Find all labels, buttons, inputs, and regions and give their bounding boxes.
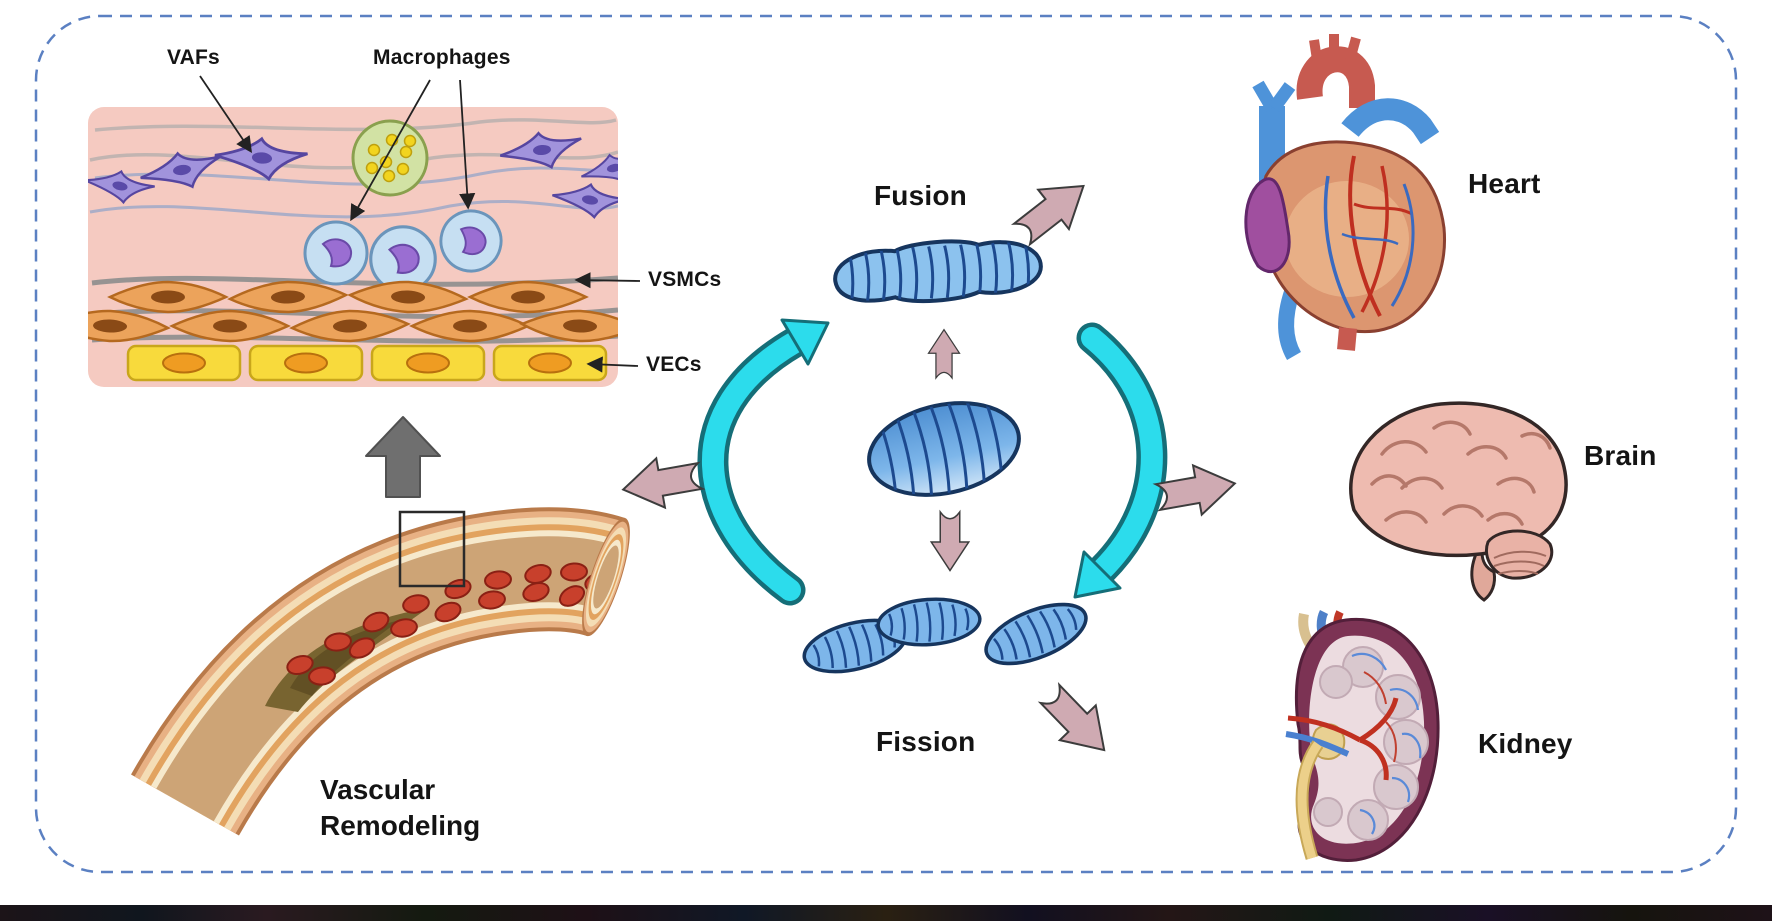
fusion-arrow [927, 329, 961, 379]
cycle-arrow-left [697, 318, 830, 606]
tissue-illustration [88, 75, 641, 387]
kidney-illustration [1285, 609, 1440, 862]
cycle-arrow-right [1073, 322, 1168, 599]
vessel-opening [582, 517, 630, 637]
vessel-illustration [131, 507, 630, 836]
heart-label: Heart [1468, 168, 1541, 199]
vascular-remodeling-line1: Vascular [320, 774, 436, 805]
kidney-lobes [1313, 646, 1429, 841]
fission-label: Fission [876, 726, 976, 757]
mitochondrion-fused [833, 239, 1043, 304]
red-blood-cells [286, 562, 612, 686]
brain-label: Brain [1584, 440, 1657, 471]
macrophages-label: Macrophages [373, 46, 511, 69]
vsmcs-label: VSMCs [648, 268, 722, 291]
annotation-lines [199, 75, 641, 373]
mitochondria-fission-group [797, 590, 1096, 683]
vecs-label: VECs [646, 353, 702, 376]
upward-block-arrow [365, 416, 441, 498]
arrow-to-heart [1005, 165, 1100, 255]
zoom-region-box [398, 510, 466, 588]
brain-illustration [1349, 401, 1568, 602]
arrow-to-vessel [617, 450, 706, 516]
bottom-crop-strip [0, 905, 1772, 921]
fission-arrow [930, 511, 970, 572]
vascular-remodeling-line2: Remodeling [320, 810, 481, 842]
fusion-label: Fusion [874, 180, 967, 211]
mitochondria-cycle [617, 165, 1241, 769]
heart-illustration [1244, 34, 1447, 360]
arrow-to-kidney [1031, 675, 1124, 769]
vafs-label: VAFs [167, 46, 220, 69]
figure-border [34, 14, 1738, 874]
kidney-label: Kidney [1478, 728, 1573, 759]
foam-cell [351, 119, 429, 197]
mitochondrion-central [867, 395, 1021, 505]
vascular-remodeling-caption: Vascular Remodeling [320, 772, 480, 845]
